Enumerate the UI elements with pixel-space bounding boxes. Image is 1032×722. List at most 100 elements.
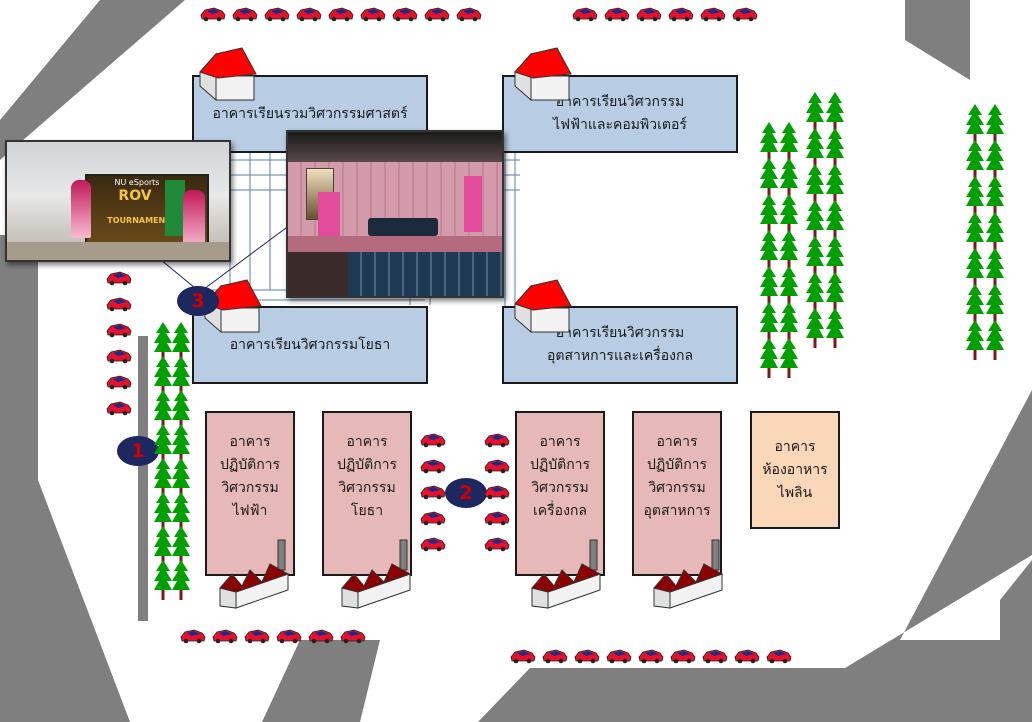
pine-tree-icon [760,266,778,306]
car-icon [264,7,290,22]
car-icon [308,629,334,644]
auditorium-seats [348,252,502,296]
car-icon [702,649,728,664]
marker-2[interactable]: 2 [445,478,487,508]
photo-auditorium [286,130,504,298]
road-left [0,235,130,722]
factory-icon [653,539,724,609]
road-top-right [905,0,970,80]
car-icon [484,537,510,552]
pine-tree-icon [760,338,778,378]
auditorium-floor [288,252,348,296]
pine-tree-icon [826,92,844,132]
car-icon [420,485,446,500]
house-red-roof-icon [514,279,572,334]
car-icon [700,7,726,22]
auditorium-sofa [368,218,438,236]
pine-tree-icon [966,176,984,216]
pine-tree-icon [966,104,984,144]
pine-tree-icon [986,176,1004,216]
pine-tree-icon [826,128,844,168]
car-icon [732,7,758,22]
pine-tree-icon [760,194,778,234]
car-icon [510,649,536,664]
pine-tree-icon [966,320,984,360]
car-icon [574,649,600,664]
pine-tree-icon [780,158,798,198]
factory-icon [341,539,412,609]
car-icon [542,649,568,664]
esports-left-panel [165,180,185,236]
car-icon [484,459,510,474]
car-icon [636,7,662,22]
pine-tree-icon [806,200,824,240]
pine-tree-icon [986,248,1004,288]
car-icon [420,537,446,552]
pine-tree-icon [760,158,778,198]
car-icon [572,7,598,22]
car-icon [340,629,366,644]
house-red-roof-icon [514,47,572,102]
pine-tree-icon [780,230,798,270]
car-icon [734,649,760,664]
car-icon [296,7,322,22]
pine-tree-icon [780,122,798,162]
car-icon [106,401,132,416]
car-icon [420,511,446,526]
car-icon [180,629,206,644]
mascot-right [183,190,205,248]
car-icon [200,7,226,22]
pine-tree-icon [806,236,824,276]
building-lab-ie[interactable]: อาคาร ปฏิบัติการ วิศวกรรม อุตสาหการ [632,411,722,576]
car-icon [638,649,664,664]
car-icon [484,433,510,448]
marker-3[interactable]: 3 [177,286,219,316]
pine-tree-icon [986,212,1004,252]
car-icon [606,649,632,664]
road-top-left [0,0,185,160]
pine-tree-icon [806,92,824,132]
esports-title: NU eSports [114,178,160,187]
pine-tree-icon [986,284,1004,324]
car-icon [604,7,630,22]
car-icon [766,649,792,664]
pine-tree-icon [826,272,844,312]
car-icon [106,349,132,364]
pine-tree-icon [966,140,984,180]
car-icon [484,511,510,526]
car-icon [420,433,446,448]
pine-tree-icon [986,104,1004,144]
car-icon [420,459,446,474]
car-icon [106,297,132,312]
building-lab-civil[interactable]: อาคาร ปฏิบัติการ วิศวกรรม โยธา [322,411,412,576]
pine-tree-icon [966,248,984,288]
pine-tree-icon [986,320,1004,360]
pine-tree-icon [966,212,984,252]
pine-tree-icon [780,338,798,378]
house-red-roof-icon [199,47,257,102]
car-icon [106,375,132,390]
road-bottom-left [262,640,380,722]
factory-icon [531,539,602,609]
road-right-strip [1000,560,1032,722]
road-right [478,390,1032,722]
car-icon [212,629,238,644]
car-icon [456,7,482,22]
car-icon [360,7,386,22]
pine-tree-icon [826,164,844,204]
pine-tree-icon [780,302,798,342]
pine-tree-icon [154,560,172,600]
pine-tree-icon [806,272,824,312]
pine-tree-icon [826,236,844,276]
building-canteen[interactable]: อาคาร ห้องอาหาร ไพลิน [750,411,840,529]
pine-tree-icon [806,164,824,204]
esports-floor [7,242,229,260]
pine-tree-icon [806,128,824,168]
marker-1[interactable]: 1 [117,436,159,466]
pine-tree-icon [780,266,798,306]
car-icon [484,485,510,500]
car-icon [106,271,132,286]
auditorium-banner-right [464,176,482,232]
